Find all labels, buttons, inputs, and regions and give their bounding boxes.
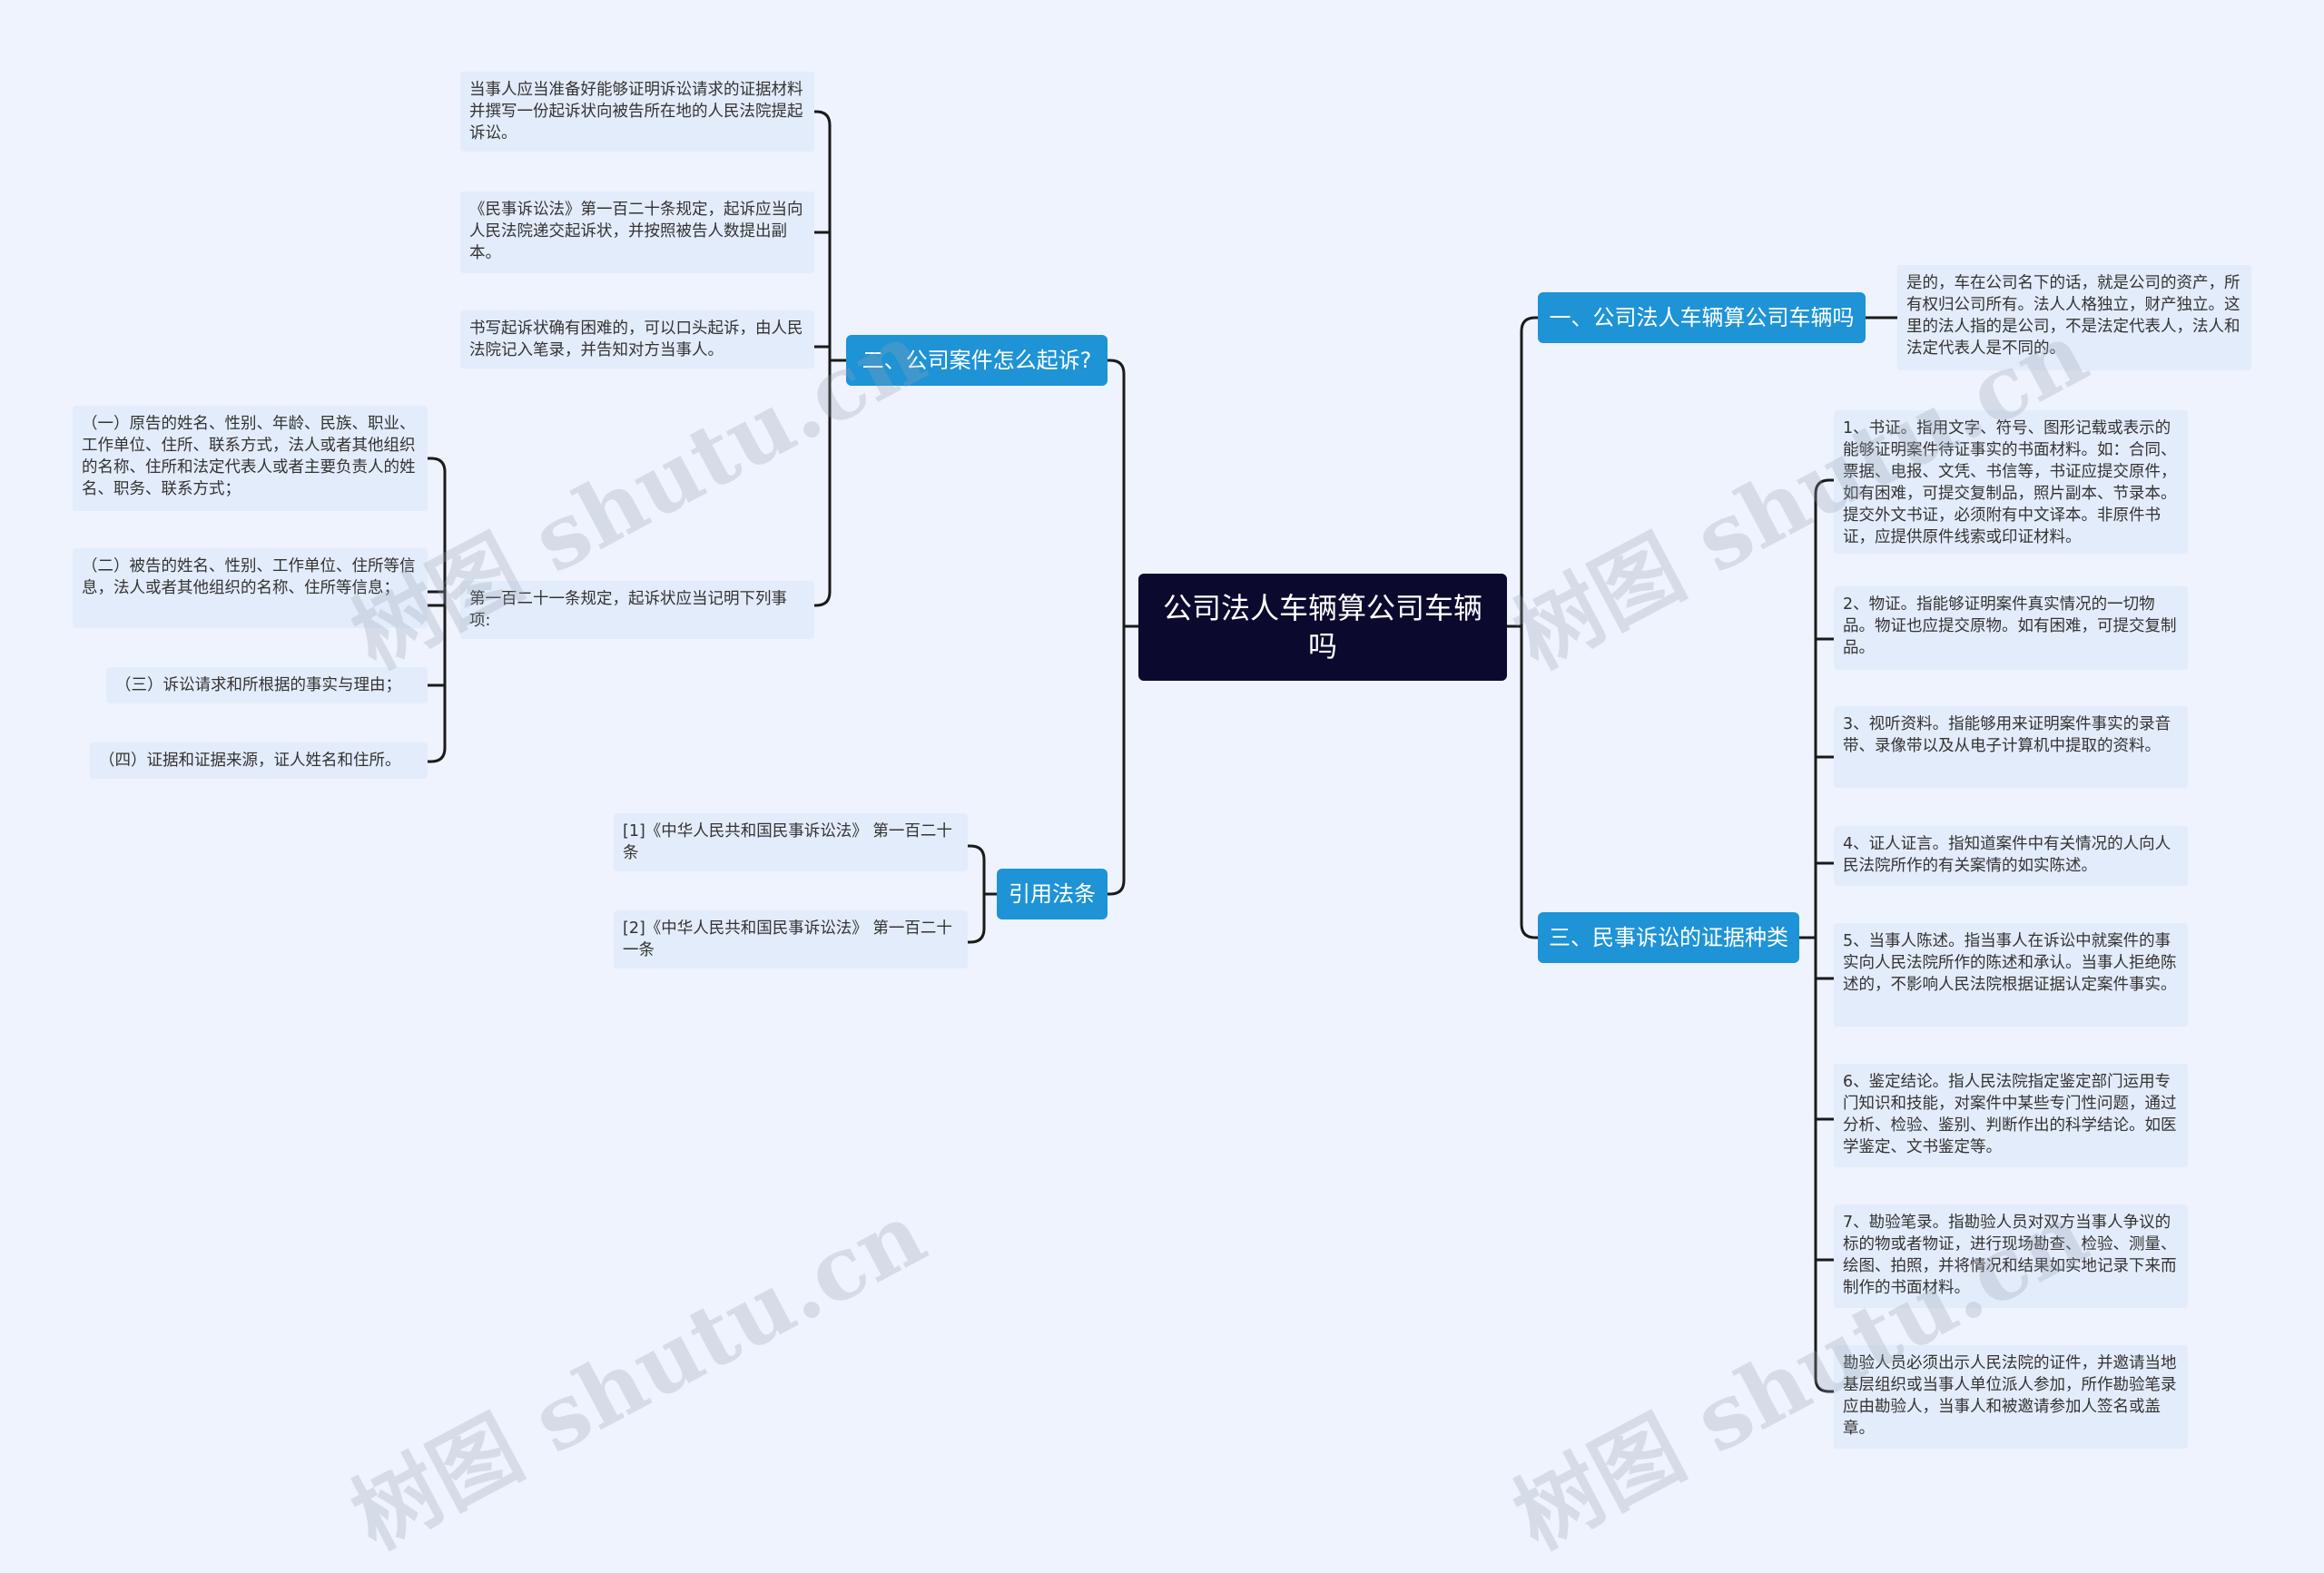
- leaf-text: [1]《中华人民共和国民事诉讼法》 第一百二十条: [623, 822, 952, 862]
- leaf-text: 2、物证。指能够证明案件真实情况的一切物品。物证也应提交原物。如有困难，可提交复…: [1843, 595, 2177, 657]
- leaf-plaintiff-info[interactable]: （一）原告的姓名、性别、年龄、民族、职业、工作单位、住所、联系方式，法人或者其他…: [73, 406, 428, 511]
- branch-evidence-types[interactable]: 三、民事诉讼的证据种类: [1538, 912, 1799, 963]
- root-topic-label: 公司法人车辆算公司车辆吗: [1162, 591, 1482, 664]
- leaf-inspection-record[interactable]: 7、勘验笔录。指勘验人员对双方当事人争议的标的物或者物证，进行现场勘查、检验、测…: [1834, 1204, 2188, 1308]
- leaf-text: 《民事诉讼法》第一百二十条规定，起诉应当向人民法院递交起诉状，并按照被告人数提出…: [469, 201, 803, 262]
- leaf-oral-complaint[interactable]: 书写起诉状确有困难的，可以口头起诉，由人民法院记入笔录，并告知对方当事人。: [460, 310, 814, 369]
- leaf-documentary-evidence[interactable]: 1、书证。指用文字、符号、图形记载或表示的能够证明案件待证事实的书面材料。如：合…: [1834, 410, 2188, 554]
- leaf-text: （一）原告的姓名、性别、年龄、民族、职业、工作单位、住所、联系方式，法人或者其他…: [82, 415, 416, 498]
- link-b2-spine: [828, 123, 848, 594]
- leaf-defendant-info[interactable]: （二）被告的姓名、性别、工作单位、住所等信息，法人或者其他组织的名称、住所等信息…: [73, 548, 428, 628]
- root-topic[interactable]: 公司法人车辆算公司车辆吗: [1138, 574, 1507, 681]
- leaf-party-statement[interactable]: 5、当事人陈述。指当事人在诉讼中就案件的事实向人民法院所作的陈述和承认。当事人拒…: [1834, 923, 2188, 1027]
- leaf-text: 书写起诉状确有困难的，可以口头起诉，由人民法院记入笔录，并告知对方当事人。: [469, 320, 803, 359]
- branch-cited-laws[interactable]: 引用法条: [997, 869, 1108, 919]
- leaf-text: 6、鉴定结论。指人民法院指定鉴定部门运用专门知识和技能，对案件中某些专门性问题，…: [1843, 1073, 2177, 1156]
- branch-label: 引用法条: [1009, 881, 1096, 907]
- leaf-expert-conclusion[interactable]: 6、鉴定结论。指人民法院指定鉴定部门运用专门知识和技能，对案件中某些专门性问题，…: [1834, 1064, 2188, 1167]
- link-trunk-right: [1520, 316, 1540, 939]
- leaf-inspector-credentials[interactable]: 勘验人员必须出示人民法院的证件，并邀请当地基层组织或当事人单位派人参加，所作勘验…: [1834, 1345, 2188, 1449]
- branch-label: 三、民事诉讼的证据种类: [1549, 925, 1788, 950]
- connector-lines: [425, 110, 1899, 1393]
- leaf-text: （四）证据和证据来源，证人姓名和住所。: [99, 752, 401, 770]
- leaf-prepare-evidence[interactable]: 当事人应当准备好能够证明诉讼请求的证据材料并撰写一份起诉状向被告所在地的人民法院…: [460, 72, 814, 152]
- leaf-text: 3、视听资料。指能够用来证明案件事实的录音带、录像带以及从电子计算机中提取的资料…: [1843, 715, 2171, 755]
- link-b4-spine: [982, 858, 999, 930]
- leaf-text: 第一百二十一条规定，起诉状应当记明下列事项:: [469, 590, 787, 630]
- leaf-company-car-answer[interactable]: 是的，车在公司名下的话，就是公司的资产，所有权归公司所有。法人人格独立，财产独立…: [1897, 265, 2251, 370]
- branch-how-to-sue[interactable]: 二、公司案件怎么起诉?: [846, 335, 1108, 386]
- leaf-text: （二）被告的姓名、性别、工作单位、住所等信息，法人或者其他组织的名称、住所等信息…: [82, 557, 416, 597]
- mind-map: 公司法人车辆算公司车辆吗 一、公司法人车辆算公司车辆吗 二、公司案件怎么起诉? …: [73, 72, 2251, 1568]
- link-b3-leaves: [1814, 478, 1836, 1393]
- leaf-text: [2]《中华人民共和国民事诉讼法》 第一百二十一条: [623, 919, 952, 959]
- leaf-text: 是的，车在公司名下的话，就是公司的资产，所有权归公司所有。法人人格独立，财产独立…: [1906, 274, 2240, 358]
- leaf-text: 当事人应当准备好能够证明诉讼请求的证据材料并撰写一份起诉状向被告所在地的人民法院…: [469, 81, 803, 143]
- leaf-text: 勘验人员必须出示人民法院的证件，并邀请当地基层组织或当事人单位派人参加，所作勘验…: [1843, 1354, 2177, 1438]
- link-b4-leaves: [966, 844, 986, 944]
- leaf-text: 1、书证。指用文字、符号、图形记载或表示的能够证明案件待证事实的书面材料。如：合…: [1843, 419, 2177, 546]
- leaf-text: 5、当事人陈述。指当事人在诉讼中就案件的事实向人民法院所作的陈述和承认。当事人拒…: [1843, 932, 2177, 994]
- leaf-article-120[interactable]: 《民事诉讼法》第一百二十条规定，起诉应当向人民法院递交起诉状，并按照被告人数提出…: [460, 192, 814, 273]
- leaf-text: 7、勘验笔录。指勘验人员对双方当事人争议的标的物或者物证，进行现场勘查、检验、测…: [1843, 1214, 2177, 1297]
- leaf-article-121[interactable]: 第一百二十一条规定，起诉状应当记明下列事项:: [460, 581, 814, 639]
- leaf-law-citation-2[interactable]: [2]《中华人民共和国民事诉讼法》 第一百二十一条: [614, 910, 968, 968]
- link-sub-spine: [425, 470, 447, 750]
- leaf-witness-testimony[interactable]: 4、证人证言。指知道案件中有关情况的人向人民法院所作的有关案情的如实陈述。: [1834, 826, 2188, 886]
- leaf-text: 4、证人证言。指知道案件中有关情况的人向人民法院所作的有关案情的如实陈述。: [1843, 835, 2171, 875]
- link-b2-leaves: [812, 110, 832, 607]
- leaf-claims-facts[interactable]: （三）诉讼请求和所根据的事实与理由；: [106, 667, 428, 703]
- leaf-text: （三）诉讼请求和所根据的事实与理由；: [115, 676, 401, 694]
- leaf-law-citation-1[interactable]: [1]《中华人民共和国民事诉讼法》 第一百二十条: [614, 813, 968, 871]
- leaf-physical-evidence[interactable]: 2、物证。指能够证明案件真实情况的一切物品。物证也应提交原物。如有困难，可提交复…: [1834, 586, 2188, 670]
- leaf-audiovisual[interactable]: 3、视听资料。指能够用来证明案件事实的录音带、录像带以及从电子计算机中提取的资料…: [1834, 706, 2188, 788]
- branch-label: 二、公司案件怎么起诉?: [862, 348, 1092, 373]
- branch-company-car[interactable]: 一、公司法人车辆算公司车辆吗: [1538, 292, 1866, 343]
- leaf-evidence-sources[interactable]: （四）证据和证据来源，证人姓名和住所。: [90, 742, 428, 779]
- link-b3-spine: [1797, 492, 1817, 1380]
- branch-label: 一、公司法人车辆算公司车辆吗: [1549, 305, 1855, 330]
- link-sub-leaves: [426, 457, 447, 763]
- link-trunk-left: [1106, 359, 1126, 896]
